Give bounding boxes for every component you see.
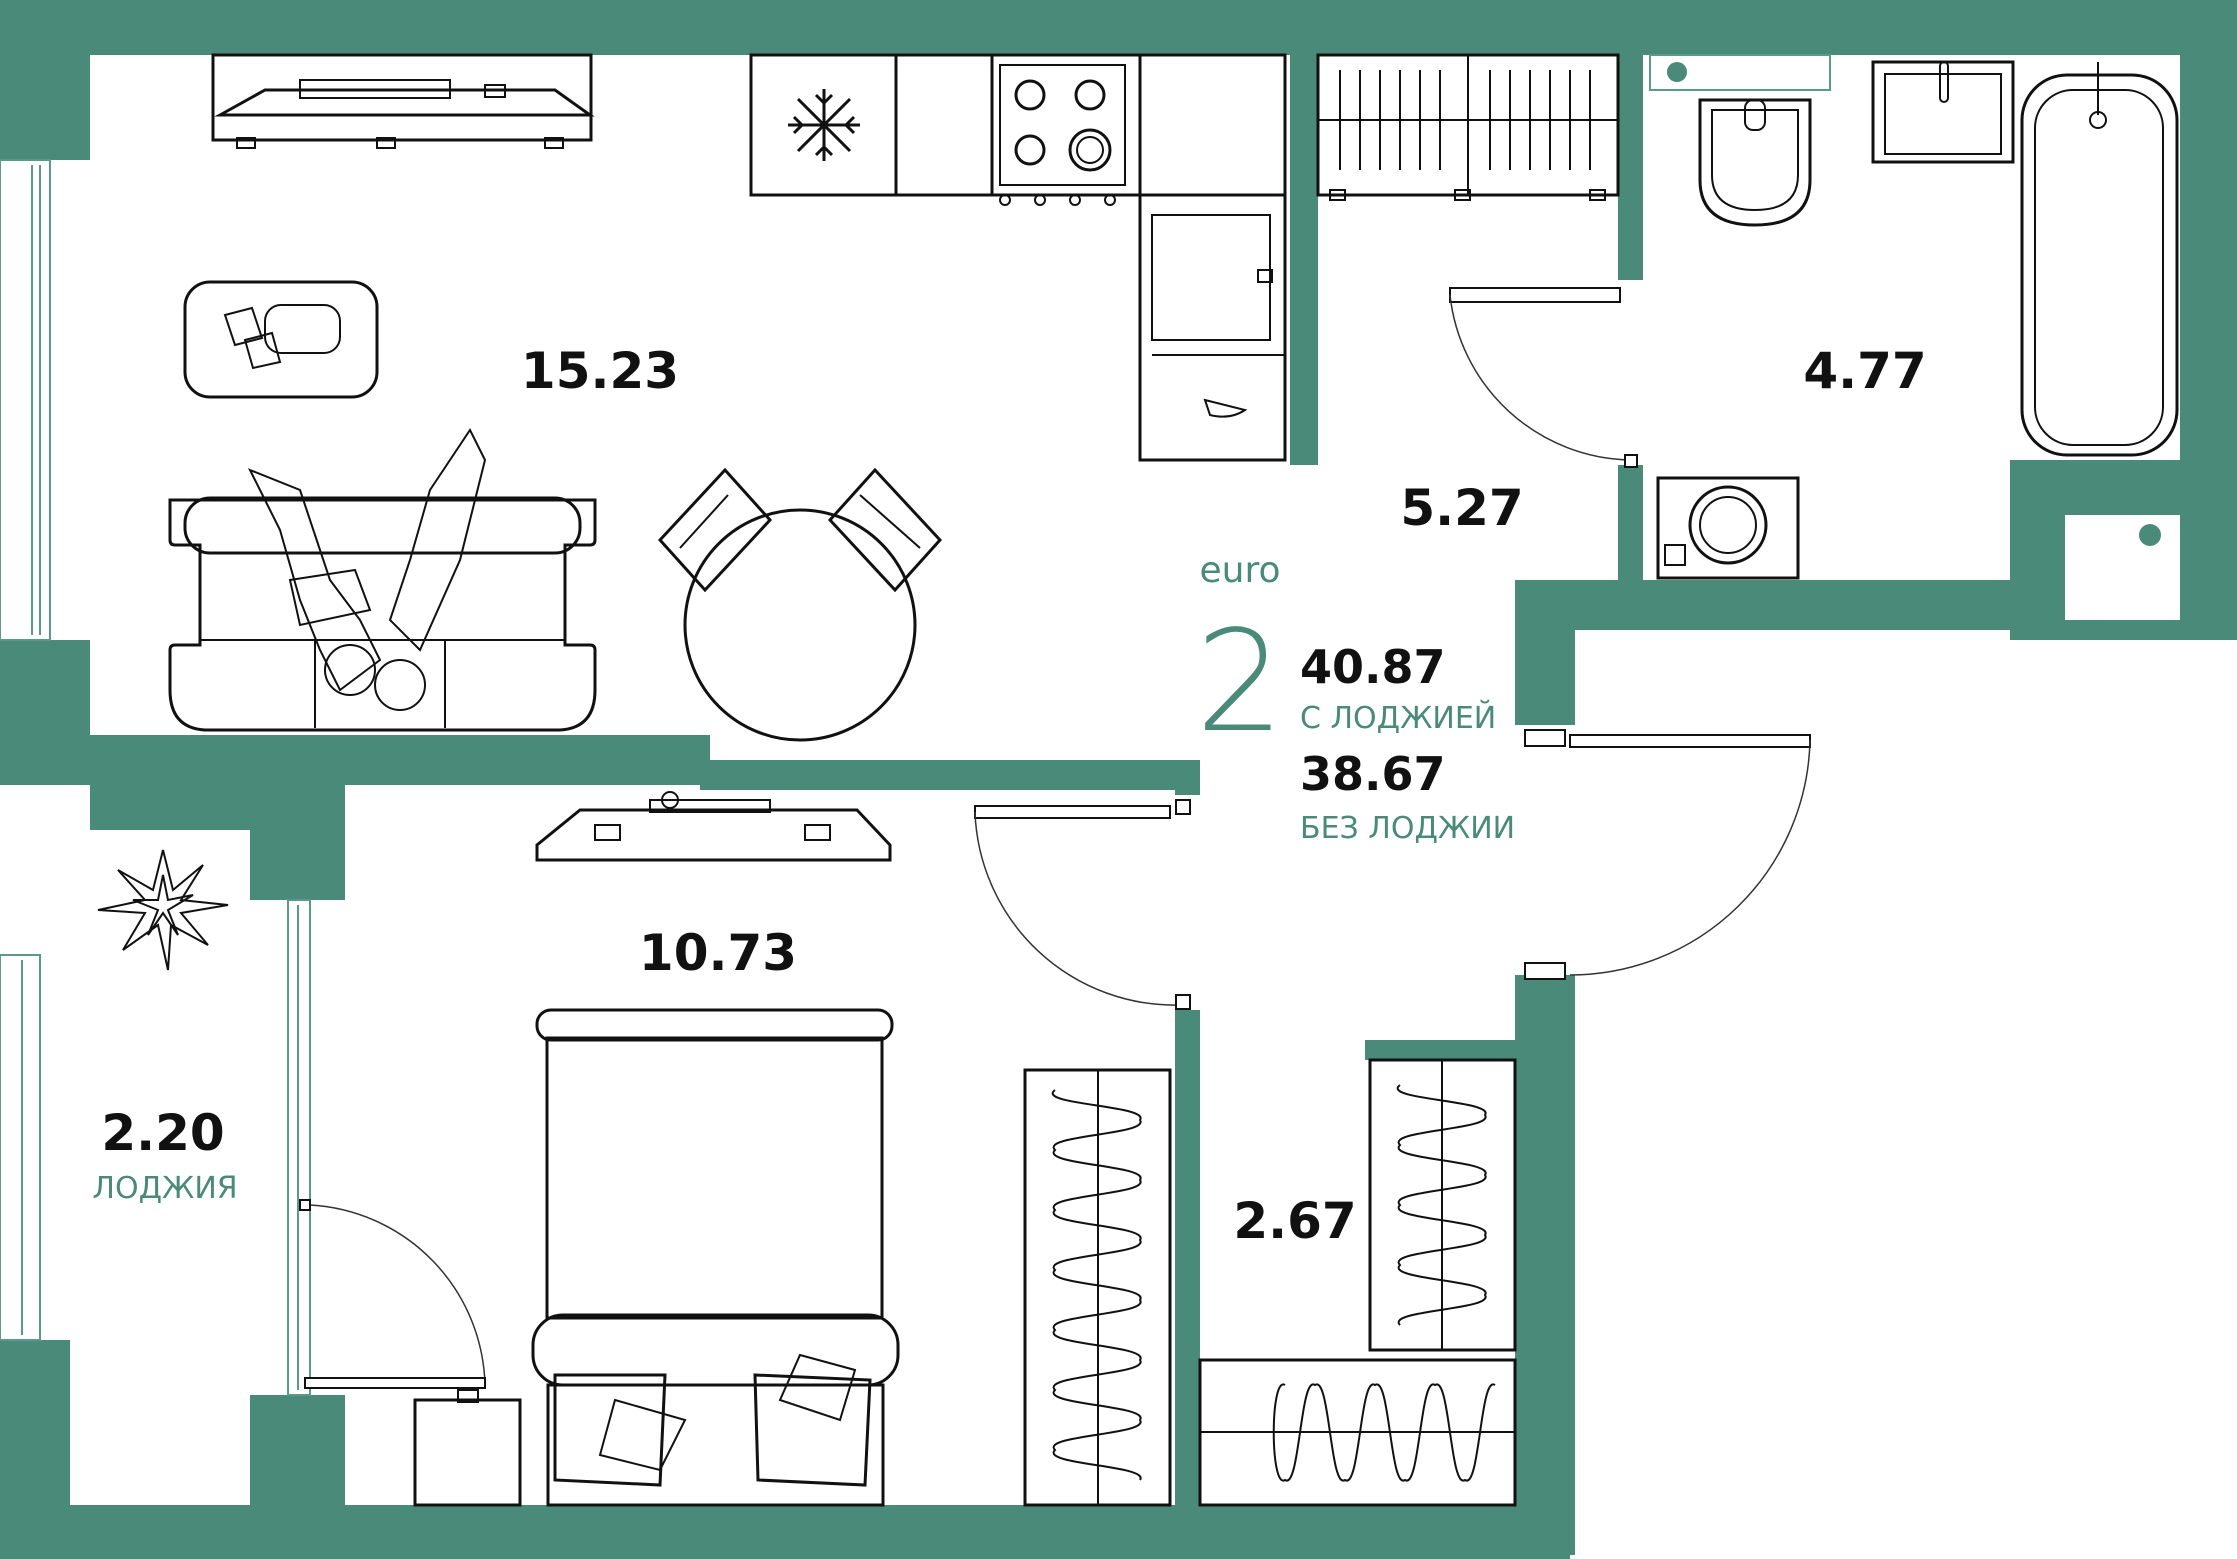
- sofa: [168, 428, 597, 732]
- coffee-table: [183, 280, 379, 399]
- wardrobe-bedroom: [1023, 1068, 1172, 1507]
- room-area-bathroom: 4.77: [1803, 342, 1926, 400]
- room-area-loggia: 2.20: [101, 1104, 224, 1162]
- wardrobe-hall-top: [1316, 53, 1620, 201]
- kitchen-counter: [749, 53, 1287, 462]
- plant-icon: [97, 849, 229, 971]
- area-without-loggia: 38.67: [1300, 747, 1446, 801]
- room-area-bedroom: 10.73: [639, 924, 797, 982]
- room-area-hall: 5.27: [1400, 479, 1523, 537]
- loggia-label: ЛОДЖИЯ: [92, 1171, 237, 1206]
- labels: 15.23 4.77 5.27 10.73 2.67 2.20 ЛОДЖИЯ e…: [92, 342, 1926, 1250]
- apartment-type-label: euro: [1200, 550, 1281, 591]
- with-loggia-label: С ЛОДЖИЕЙ: [1300, 700, 1496, 736]
- room-area-corridor: 2.67: [1233, 1192, 1356, 1250]
- dining-table: [657, 467, 943, 742]
- bed: [531, 1008, 900, 1507]
- room-area-living-kitchen: 15.23: [521, 342, 679, 400]
- windows: [0, 54, 2180, 1396]
- area-with-loggia: 40.87: [1300, 640, 1446, 694]
- without-loggia-label: БЕЗ ЛОДЖИИ: [1300, 811, 1515, 846]
- apartment-rooms-count: 2: [1195, 601, 1284, 764]
- nightstand: [413, 1389, 522, 1507]
- bathroom-fixtures: [1656, 60, 2179, 580]
- tv-unit-bedroom: [535, 791, 892, 862]
- doors: [299, 287, 1811, 1389]
- tv-unit-living: [211, 53, 595, 149]
- wardrobe-corridor: [1198, 1058, 1517, 1507]
- snowflake-icon: [788, 89, 860, 161]
